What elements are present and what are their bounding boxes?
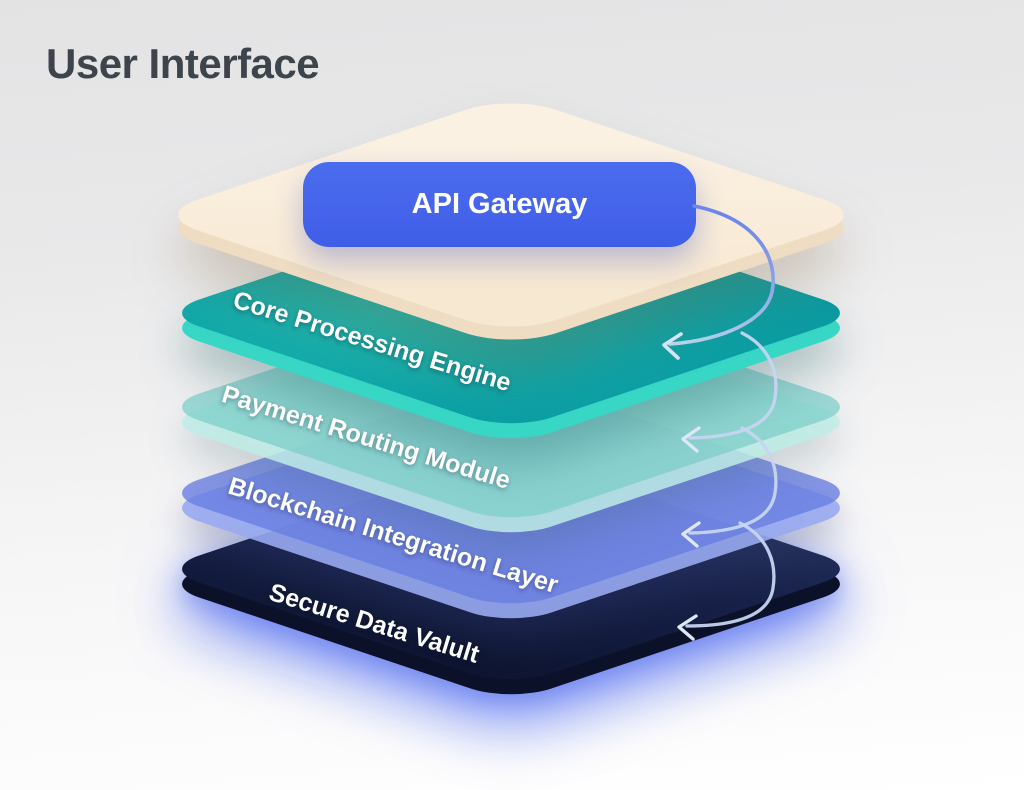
api-gateway-node: API Gateway bbox=[303, 162, 696, 247]
diagram-title: User Interface bbox=[46, 40, 320, 87]
api-gateway-label: API Gateway bbox=[411, 188, 588, 220]
